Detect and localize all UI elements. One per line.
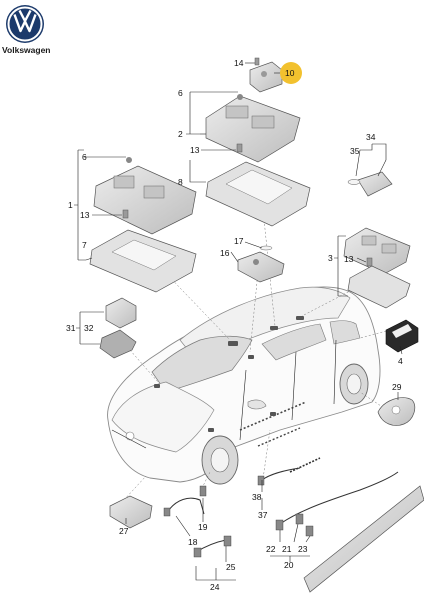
part-1-roof-console bbox=[93, 157, 197, 235]
part-18-wiring-harness bbox=[163, 485, 207, 517]
label-6-left: 6 bbox=[82, 152, 87, 162]
highlight-marker bbox=[280, 62, 302, 84]
label-25: 25 bbox=[226, 562, 236, 572]
part-20-wiring-harness bbox=[275, 471, 399, 537]
label-38: 38 bbox=[252, 492, 262, 502]
part-27-footwell-lamp bbox=[109, 495, 153, 529]
label-27: 27 bbox=[119, 526, 129, 536]
label-35: 35 bbox=[350, 146, 360, 156]
label-23: 23 bbox=[298, 544, 308, 554]
label-32: 32 bbox=[84, 323, 94, 333]
part-32-connector bbox=[99, 329, 137, 359]
part-10-switch-module bbox=[249, 61, 283, 93]
label-13-upper: 13 bbox=[190, 145, 200, 155]
label-31: 31 bbox=[66, 323, 76, 333]
label-8: 8 bbox=[178, 177, 183, 187]
label-2: 2 bbox=[178, 129, 183, 139]
part-34-glove-box-light bbox=[357, 171, 393, 197]
label-13-right: 13 bbox=[344, 254, 354, 264]
label-34: 34 bbox=[366, 132, 376, 142]
callout-leaders bbox=[74, 62, 403, 581]
label-13-left: 13 bbox=[80, 210, 90, 220]
label-20: 20 bbox=[284, 560, 294, 570]
label-24: 24 bbox=[210, 582, 220, 592]
part-13-bulb-left bbox=[122, 209, 129, 219]
label-17: 17 bbox=[234, 236, 244, 246]
label-1: 1 bbox=[68, 200, 73, 210]
label-18: 18 bbox=[188, 537, 198, 547]
label-16: 16 bbox=[220, 248, 230, 258]
sill-trim-strip bbox=[303, 485, 424, 593]
part-37-wiring-harness bbox=[257, 457, 321, 486]
brand-name: Volkswagen bbox=[2, 45, 51, 55]
part-16-reading-lamp bbox=[237, 251, 285, 283]
car-illustration bbox=[107, 286, 381, 485]
part-24-wiring-harness bbox=[193, 535, 232, 558]
label-3: 3 bbox=[328, 253, 333, 263]
part-17-bulb bbox=[259, 245, 273, 251]
label-22: 22 bbox=[266, 544, 276, 554]
part-8-frame bbox=[205, 161, 311, 227]
part-3-cover bbox=[347, 265, 411, 309]
part-13-bulb-right bbox=[366, 257, 373, 267]
part-2-front-roof-console bbox=[205, 94, 301, 163]
part-3-rear-interior-light bbox=[343, 227, 411, 275]
part-14-screw bbox=[254, 57, 260, 66]
label-21: 21 bbox=[282, 544, 292, 554]
part-13-bulb-upper bbox=[236, 143, 243, 153]
label-29: 29 bbox=[392, 382, 402, 392]
volkswagen-logo bbox=[6, 5, 44, 43]
part-29-door-trim-light bbox=[377, 397, 416, 426]
label-19: 19 bbox=[198, 522, 208, 532]
label-10: 10 bbox=[285, 68, 295, 78]
label-7: 7 bbox=[82, 240, 87, 250]
part-31-footwell-lamp bbox=[105, 297, 137, 329]
callout-labels: 1 2 3 4 6 6 7 8 10 13 13 13 14 16 17 18 … bbox=[66, 58, 403, 592]
label-14: 14 bbox=[234, 58, 244, 68]
part-4-entry-lamp bbox=[385, 319, 419, 353]
label-37: 37 bbox=[258, 510, 268, 520]
label-6-upper: 6 bbox=[178, 88, 183, 98]
label-4: 4 bbox=[398, 356, 403, 366]
part-7-frame bbox=[89, 229, 197, 293]
part-35-lens bbox=[347, 179, 361, 185]
